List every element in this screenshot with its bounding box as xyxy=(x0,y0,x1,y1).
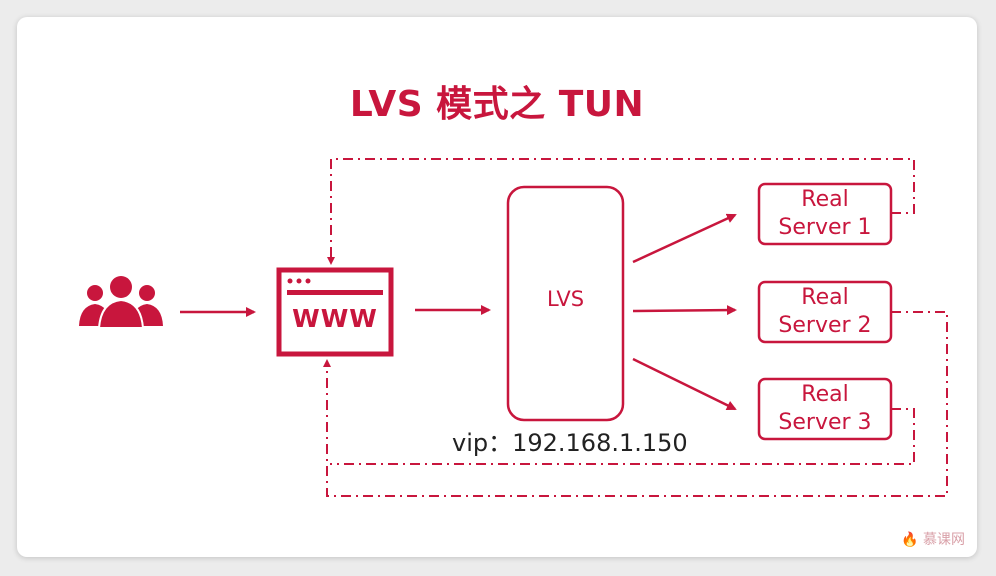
arrow-lvs-to-server-3 xyxy=(632,357,737,411)
server-1-line1: Real xyxy=(801,187,849,212)
watermark: 🔥 慕课网 xyxy=(901,529,965,549)
users-icon xyxy=(79,276,163,329)
return-path-server-3 xyxy=(330,408,915,465)
server-3-line2: Server 3 xyxy=(778,410,872,435)
server-2-line1: Real xyxy=(801,285,849,310)
server-3-label: Real Server 3 xyxy=(759,381,891,437)
slide: LVS 模式之 TUN WWW LVS vip：192.168.1.150 Re… xyxy=(17,17,977,557)
watermark-text: 慕课网 xyxy=(923,532,965,548)
vip-label: vip：192.168.1.150 xyxy=(452,429,688,457)
server-2-line2: Server 2 xyxy=(778,313,872,338)
server-1-label: Real Server 1 xyxy=(759,186,891,242)
lvs-box xyxy=(506,185,625,422)
server-1-line2: Server 1 xyxy=(778,215,872,240)
diagram-canvas xyxy=(79,158,948,497)
arrow-lvs-to-server-2 xyxy=(632,305,737,316)
lvs-label: LVS xyxy=(546,287,585,311)
page-title: LVS 模式之 TUN xyxy=(349,84,645,125)
server-3-line1: Real xyxy=(801,382,849,407)
www-label: WWW xyxy=(292,304,378,333)
return-path-server-2 xyxy=(323,311,948,497)
return-path-server-1 xyxy=(327,158,915,265)
flame-icon: 🔥 xyxy=(901,532,919,548)
server-2-label: Real Server 2 xyxy=(759,284,891,340)
browser-window-icon xyxy=(276,267,394,357)
arrow-lvs-to-server-1 xyxy=(632,213,737,264)
